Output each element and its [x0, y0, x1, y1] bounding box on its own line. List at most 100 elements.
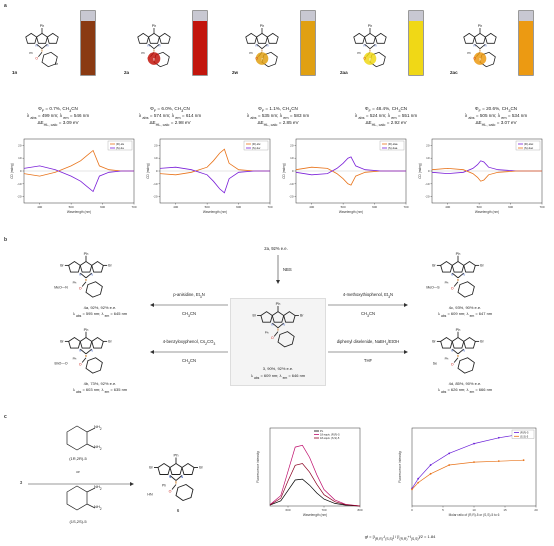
n-label: N: [169, 475, 172, 479]
nbs-label: NBS: [283, 267, 292, 272]
data-point: [448, 452, 451, 455]
arrow-to-4d: [328, 350, 408, 354]
reagent-tr: 4-methoxythiophenol, Et3N: [342, 292, 394, 299]
n-label: N: [36, 43, 38, 47]
compound-property-0: ΦF = 48.4%, CH3CN: [364, 106, 408, 113]
o-label: O: [35, 56, 38, 60]
x-tick-label: 700: [539, 205, 544, 209]
ratio-legend: (R,R)-5(S,S)-5: [511, 429, 535, 439]
n-label: N: [79, 348, 81, 352]
br-label: Br: [300, 313, 304, 317]
arrow-to-4a: [150, 303, 228, 307]
ph-label: Ph: [152, 24, 156, 28]
arrow-to-6: [28, 482, 134, 486]
series-line: [269, 463, 361, 507]
legend-entry: (S,S)-5: [520, 434, 529, 438]
pph-label: Ph: [141, 51, 145, 55]
legend-entry: PL: [320, 429, 324, 433]
ph-label: Ph: [276, 302, 281, 306]
b-label: B: [85, 278, 87, 282]
solvent-bl: CH3CN: [181, 358, 197, 365]
ph-label: Ph: [174, 453, 179, 458]
ph-label: Ph: [456, 252, 461, 256]
x-axis-label: Wavelength (nm): [339, 210, 363, 214]
br-label: Br: [60, 339, 64, 343]
y-tick-label: 20: [154, 143, 158, 147]
data-point: [448, 464, 451, 466]
reagent-tl: p-anisidine, Et3N: [173, 292, 205, 299]
br-label: Br: [199, 466, 203, 470]
b-label: B: [457, 278, 459, 282]
compound-property-1: λ abs = 535 nm; λ em = 583 nm: [246, 113, 310, 120]
x-tick-label: 15: [503, 508, 507, 512]
4d-abs: λ abs = 626 nm; λ em = 666 nm: [437, 387, 493, 394]
nh2-d: NH2: [94, 504, 102, 511]
ph-label: Ph: [260, 24, 264, 28]
gf-equation: gf = [I(R,R)-I(S,S)] / [I(R,R)+I(S,S)]/2…: [364, 534, 436, 541]
br-label: Br: [108, 339, 112, 343]
compound-property-1: λ abs = 524 nm; λ em = 551 nm: [354, 113, 418, 120]
o-label: O: [451, 286, 454, 290]
x-tick-label: 500: [205, 205, 210, 209]
reagent-bl: 4-benzyloxyphenol, Cs2CO3: [162, 339, 216, 346]
compound-property-2: ΔEHL, calc = 2.85 eV: [257, 120, 299, 127]
y-tick-label: 0: [292, 169, 294, 173]
vial-solution: [519, 21, 533, 75]
pph-label: Ph: [445, 357, 449, 361]
n-label: N: [148, 43, 150, 47]
br-label: Br: [480, 263, 484, 267]
n-label: N: [91, 348, 93, 352]
b-label: B: [479, 48, 481, 52]
legend-entry: (R)-2a: [116, 142, 124, 146]
br-label: Br: [432, 339, 436, 343]
x-axis-label: Wavelength (nm): [475, 210, 499, 214]
x-tick-label: 5: [442, 508, 444, 512]
x-axis-label: Molar ratio of (R,R)-5 or (S,S)-5 to 6: [449, 513, 500, 517]
x-axis-label: Wavelength (nm): [67, 210, 91, 214]
or-label: or: [76, 469, 80, 474]
compound-property-0: ΦF = 1.1%, CH3CN: [258, 106, 298, 113]
x-tick-label: 400: [173, 205, 178, 209]
y-tick-label: 20: [290, 143, 294, 147]
b-label: B: [175, 481, 177, 485]
o-label: O: [79, 362, 82, 366]
compound-property-0: ΦF = 0.7%, CH3CN: [38, 106, 78, 113]
pph-label: Ph: [445, 281, 449, 285]
series-line: [269, 478, 361, 507]
o-label: O: [451, 362, 454, 366]
ph-label: Ph: [456, 328, 461, 332]
vial-photo: [80, 10, 96, 76]
y-axis-label: CD (mdeg): [418, 163, 422, 179]
legend-entry: (S)-2ac: [524, 146, 534, 150]
vial-solution: [301, 21, 315, 75]
o-label: O: [363, 56, 366, 60]
ring-size-label: 7: [261, 57, 263, 61]
o-label: O: [169, 490, 172, 494]
y-tick-label: 10: [426, 156, 430, 160]
y-tick-label: -10: [17, 182, 22, 186]
x-tick-label: 0: [411, 508, 413, 512]
n-label: N: [463, 272, 465, 276]
series-line: [159, 148, 270, 176]
center-abs: λ abs = 609 nm; λ em = 646 nm: [250, 373, 306, 380]
ph-label: Ph: [40, 24, 44, 28]
compound-property-1: λ abs = 499 nm; λ em = 546 nm: [26, 113, 90, 120]
4b-abs: λ abs = 603 nm; λ em = 635 nm: [72, 387, 128, 394]
y-tick-label: 0: [156, 169, 158, 173]
pph-label: Ph: [249, 51, 253, 55]
legend-entry: (S)-2aa: [388, 146, 398, 150]
br-label: Br: [108, 263, 112, 267]
x-tick-label: 500: [341, 205, 346, 209]
x-tick-label: 700: [403, 205, 408, 209]
y-tick-label: 20: [18, 143, 22, 147]
x-tick-label: 400: [445, 205, 450, 209]
x-tick-label: 600: [372, 205, 377, 209]
legend-entry: 18 equiv. (S,S)-5: [320, 436, 340, 440]
